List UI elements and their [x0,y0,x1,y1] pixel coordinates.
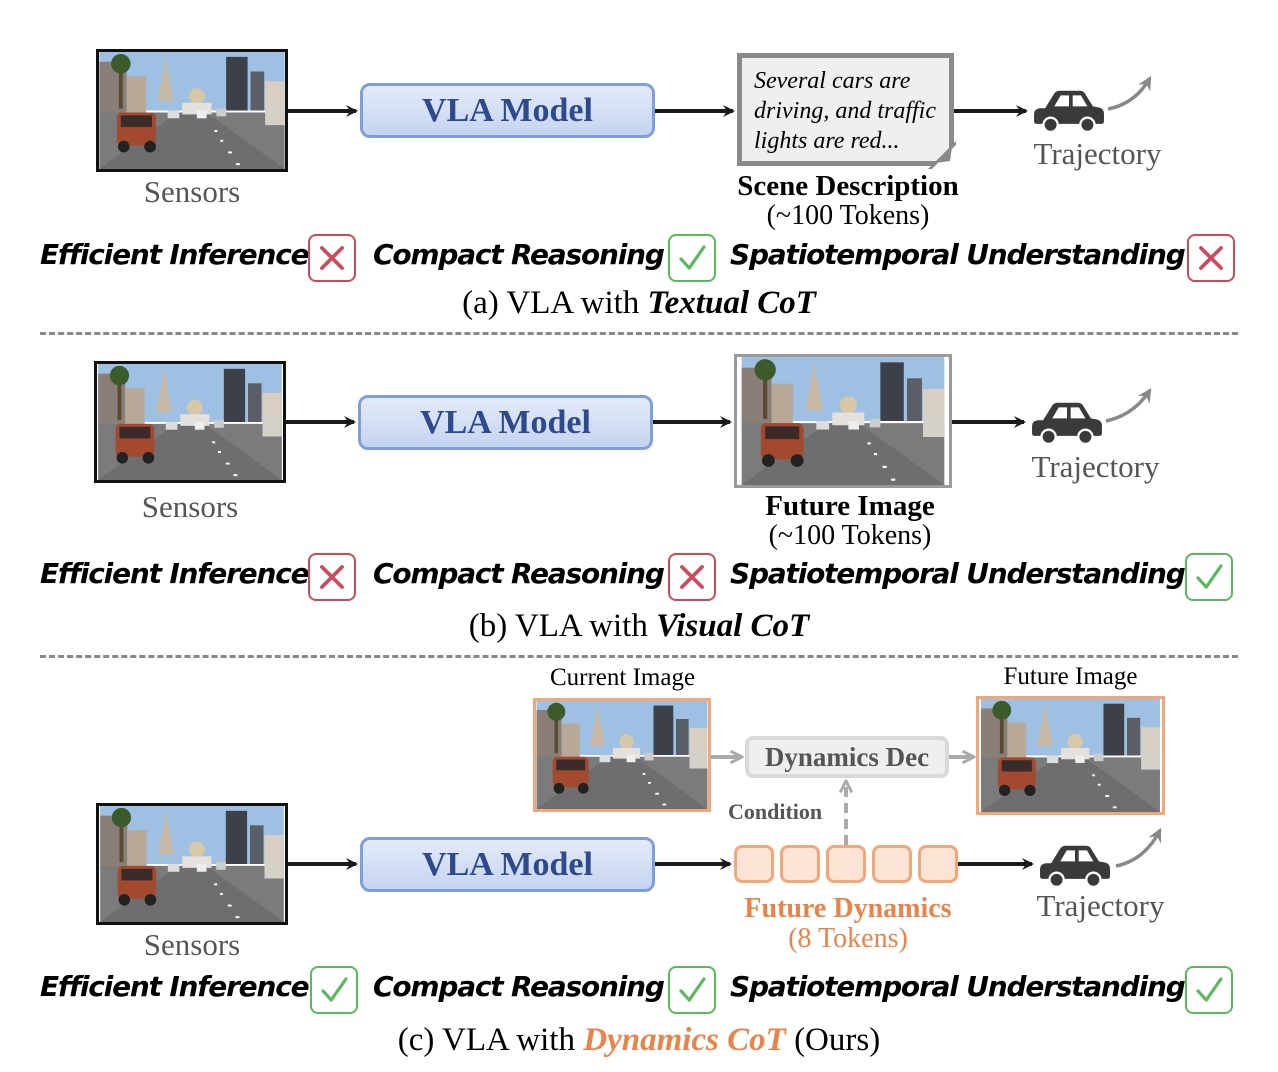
trajectory-label: Trajectory [1036,888,1165,923]
output-token-count: (~100 Tokens) [766,200,930,231]
dynamics-token [780,845,820,883]
street-photo [99,52,285,169]
dynamics-token [918,845,958,883]
check-icon [1187,555,1231,599]
dynamics-token [872,845,912,883]
scene-text-line: Several cars are [754,68,911,94]
caption-prefix: (b) VLA with [468,608,657,644]
output-token-count: (~100 Tokens) [768,520,932,551]
scene-text-line: lights are red... [754,128,900,154]
cross-badge [668,553,716,601]
future-image [734,354,952,488]
feature-efficient-inference: Efficient Inference [40,970,310,1003]
sensors-label: Sensors [141,489,239,524]
check-icon [670,236,714,280]
feature-compact-reasoning: Compact Reasoning [373,238,665,271]
trajectory-label: Trajectory [1031,449,1160,484]
sensor-image [94,361,286,483]
dynamics-token [826,845,866,883]
trajectory-arrow-icon [1115,827,1162,868]
check-badge [310,966,358,1014]
check-icon [670,968,714,1012]
cross-badge [1187,234,1235,282]
output-token-count: (8 Tokens) [788,923,908,954]
caption-emphasis: Dynamics CoT [583,1022,786,1058]
feature-spatiotemporal-understanding: Spatiotemporal Understanding [730,970,1186,1003]
street-photo [737,357,949,485]
output-title: Future Image [765,490,935,522]
caption-suffix: (Ours) [785,1022,881,1058]
dynamics-decoder-box: Dynamics Dec [745,736,949,778]
vla-model-box: VLA Model [358,395,653,450]
check-badge [668,234,716,282]
cross-icon [670,555,714,599]
trajectory-arrow-icon [1105,388,1152,423]
scene-text-line: driving, and traffic [754,98,936,124]
folded-corner [928,141,958,169]
caption-emphasis: Textual CoT [647,285,816,321]
section-divider [40,655,1238,658]
cross-icon [1189,236,1233,280]
condition-label: Condition [728,799,823,824]
cross-badge [308,234,356,282]
section-divider [40,332,1238,335]
vla-model-box: VLA Model [360,83,655,138]
output-title: Future Dynamics [744,893,952,924]
future-image-label: Future Image [1003,663,1138,690]
cross-icon [310,555,354,599]
car-icon [1030,88,1108,134]
output-title: Scene Description [737,170,959,202]
sensor-image [96,49,288,172]
caption-a: (a) VLA with Textual CoT [0,285,1278,322]
current-image-label: Current Image [549,664,696,691]
feature-efficient-inference: Efficient Inference [40,238,310,271]
trajectory-label: Trajectory [1033,136,1162,171]
street-photo [536,701,708,809]
current-image [533,698,711,812]
cross-badge [308,553,356,601]
dynamics-token [734,845,774,883]
sensors-label: Sensors [143,927,241,962]
cross-icon [310,236,354,280]
feature-spatiotemporal-understanding: Spatiotemporal Understanding [730,557,1186,590]
street-photo [97,364,283,480]
check-badge [1185,966,1233,1014]
caption-prefix: (c) VLA with [397,1022,584,1058]
feature-compact-reasoning: Compact Reasoning [373,970,665,1003]
scene-description-box: Several cars are driving, and traffic li… [737,53,954,166]
caption-b: (b) VLA with Visual CoT [0,608,1278,645]
check-icon [1187,968,1231,1012]
trajectory-arrow-icon [1107,75,1152,111]
sensors-label: Sensors [143,174,241,209]
check-icon [312,968,356,1012]
future-image [976,696,1165,815]
caption-emphasis: Visual CoT [656,608,810,644]
feature-spatiotemporal-understanding: Spatiotemporal Understanding [730,238,1186,271]
feature-efficient-inference: Efficient Inference [40,557,310,590]
street-photo [99,806,285,922]
check-badge [668,966,716,1014]
caption-prefix: (a) VLA with [462,285,648,321]
caption-c: (c) VLA with Dynamics CoT (Ours) [0,1022,1278,1059]
feature-compact-reasoning: Compact Reasoning [373,557,665,590]
car-icon [1036,843,1114,889]
street-photo [979,699,1162,812]
check-badge [1185,553,1233,601]
sensor-image [96,803,288,925]
vla-model-box: VLA Model [360,837,655,892]
car-icon [1028,400,1106,446]
